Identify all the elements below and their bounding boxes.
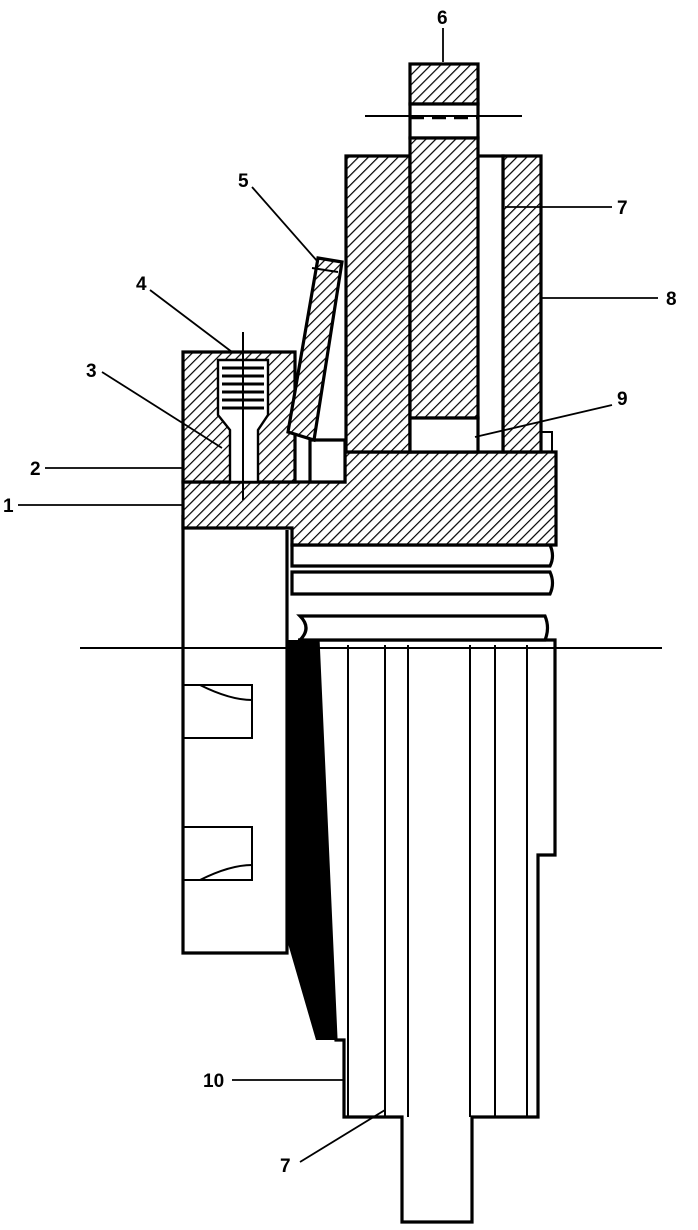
seal-strip [287,640,336,1040]
callout-7-lower: 7 [280,1156,291,1177]
callout-7-upper: 7 [617,198,628,219]
callout-1: 1 [3,496,14,517]
flange-fins [290,543,555,642]
tilted-plate [286,256,344,443]
callout-3: 3 [86,361,97,382]
left-body-outline [181,515,289,955]
leader-lines [18,28,658,1163]
threaded-fitting [216,332,270,500]
lower-sleeve [298,638,557,1224]
callout-8: 8 [666,289,677,310]
plunger [408,62,480,454]
side-channel [308,438,347,484]
callout-9: 9 [617,389,628,410]
callout-10: 10 [203,1071,224,1092]
callout-5: 5 [238,171,249,192]
callout-6: 6 [437,8,448,29]
callout-4: 4 [136,274,147,295]
callout-2: 2 [30,459,41,480]
